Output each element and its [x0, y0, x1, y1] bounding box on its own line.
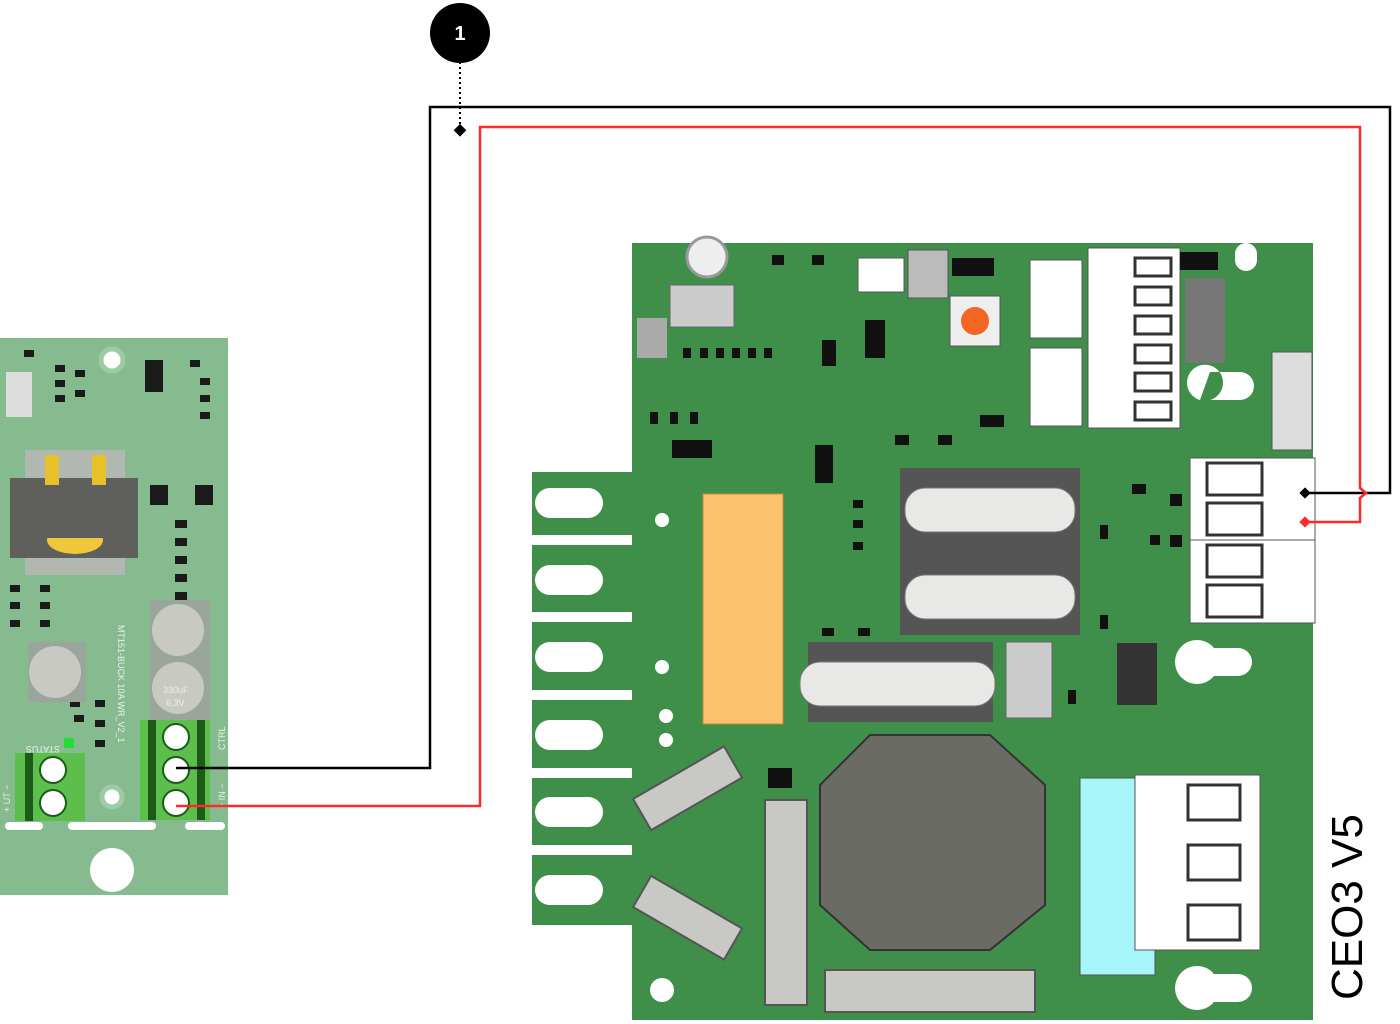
cap-value-text: 330uF	[163, 685, 189, 695]
relay	[702, 493, 784, 725]
main-inductor	[819, 734, 1046, 951]
board-title-silkscreen: MT151-BUCK 10A WR_V2_1	[116, 625, 126, 743]
wire-red-endpoint	[1299, 516, 1311, 528]
callout-badge	[430, 3, 490, 63]
board-model-label: CEO3 V5	[1323, 814, 1372, 1000]
wire-black-endpoint	[1299, 487, 1311, 499]
power-resistors	[631, 745, 1036, 1013]
reset-button	[961, 307, 989, 335]
fuses	[799, 468, 1080, 722]
buck-converter-board: 330uF 6,3V MT151-BUCK 10A WR_V2_1 STATUS…	[0, 338, 228, 895]
control-terminal	[1189, 457, 1316, 624]
cap-voltage-text: 6,3V	[166, 698, 185, 708]
status-led	[64, 738, 74, 748]
callout-number: 1	[454, 23, 465, 45]
board-slots	[532, 243, 1257, 1002]
output-terminal	[15, 753, 85, 821]
capacitors: 330uF 6,3V	[28, 600, 210, 720]
in-silkscreen: + IN −	[217, 783, 227, 808]
callout-pointer	[453, 123, 467, 137]
dip-switch	[6, 372, 32, 417]
ceo3-main-board: CEO3 V5	[532, 235, 1372, 1020]
ctrl-silkscreen: CTRL	[217, 726, 227, 750]
status-silkscreen: STATUS	[26, 744, 60, 754]
wire-red	[176, 125, 1368, 808]
control-input-terminal	[140, 720, 210, 820]
inductor	[10, 450, 138, 575]
callout-1: 1	[430, 3, 490, 137]
out-silkscreen: + UT −	[2, 785, 12, 812]
wire-black	[176, 105, 1392, 770]
top-connectors	[637, 235, 1313, 719]
mains-terminal	[1134, 774, 1261, 951]
